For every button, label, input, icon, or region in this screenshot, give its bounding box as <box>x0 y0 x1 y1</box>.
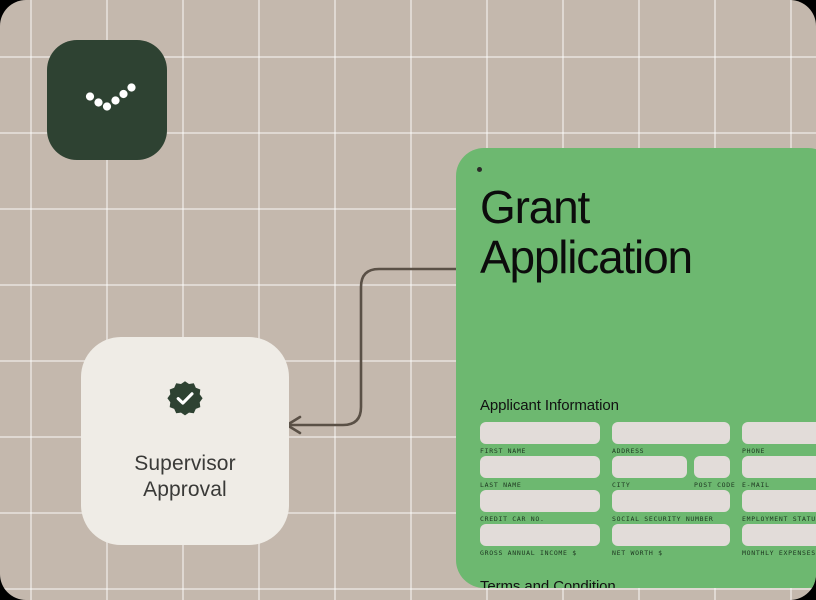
text-input[interactable] <box>480 422 600 444</box>
text-input[interactable] <box>742 456 816 478</box>
page-title-line-2: Application <box>480 231 693 283</box>
field-label: CREDIT CAR NO. <box>480 515 545 523</box>
page-title-line-1: Grant <box>480 181 590 233</box>
form-field: E-MAIL <box>742 456 816 489</box>
approval-label-line-2: Approval <box>143 478 227 501</box>
text-input[interactable] <box>694 456 730 478</box>
form-field: CITY <box>612 456 687 489</box>
form-field: CREDIT CAR NO. <box>480 490 600 523</box>
field-label: NET WORTH $ <box>612 549 663 557</box>
form-field: EMPLOYMENT STATUS <box>742 490 816 523</box>
text-input[interactable] <box>480 524 600 546</box>
field-label: SOCIAL SECURITY NUMBER <box>612 515 714 523</box>
field-label: MONTHLY EXPENSES <box>742 549 816 557</box>
form-field-row: GROSS ANNUAL INCOME $ NET WORTH $ MONTHLY … <box>480 524 816 558</box>
field-label: LAST NAME <box>480 481 522 489</box>
field-label: FIRST NAME <box>480 447 527 455</box>
field-label: GROSS ANNUAL INCOME $ <box>480 549 577 557</box>
page-title: Grant Application <box>480 182 810 282</box>
text-input[interactable] <box>612 490 730 512</box>
form-field: PHONE <box>742 422 816 455</box>
approval-label-line-1: Supervisor <box>134 452 236 475</box>
form-field: LAST NAME <box>480 456 600 489</box>
field-label: CITY <box>612 481 631 489</box>
form-field: NET WORTH $ <box>612 524 730 557</box>
form-field-row: LAST NAME CITY POST CODE E-MAIL <box>480 456 816 490</box>
field-label: ADDRESS <box>612 447 645 455</box>
applicant-form-fields: FIRST NAME ADDRESS PHONE LAST NAME CITY POST … <box>480 422 816 558</box>
text-input[interactable] <box>480 490 600 512</box>
text-input[interactable] <box>742 422 816 444</box>
grant-application-panel: Grant Application Applicant Information … <box>456 148 816 588</box>
logo-tile[interactable] <box>47 40 167 160</box>
terms-and-condition-heading: Terms and Condition <box>480 578 616 588</box>
approval-card-label: Supervisor Approval <box>134 451 235 503</box>
text-input[interactable] <box>480 456 600 478</box>
text-input[interactable] <box>612 524 730 546</box>
form-field: POST CODE <box>694 456 736 489</box>
verified-badge-check-icon <box>165 379 205 419</box>
form-field: FIRST NAME <box>480 422 600 455</box>
field-label: PHONE <box>742 447 766 455</box>
panel-status-dot <box>477 167 482 172</box>
field-label: EMPLOYMENT STATUS <box>742 515 816 523</box>
applicant-information-heading: Applicant Information <box>480 397 619 414</box>
field-label: POST CODE <box>694 481 736 489</box>
text-input[interactable] <box>742 524 816 546</box>
text-input[interactable] <box>612 456 687 478</box>
form-field: SOCIAL SECURITY NUMBER <box>612 490 730 523</box>
text-input[interactable] <box>742 490 816 512</box>
form-field: MONTHLY EXPENSES <box>742 524 816 557</box>
form-field-row: CREDIT CAR NO. SOCIAL SECURITY NUMBER EMPL… <box>480 490 816 524</box>
text-input[interactable] <box>612 422 730 444</box>
supervisor-approval-card[interactable]: Supervisor Approval <box>81 337 289 545</box>
form-field: ADDRESS <box>612 422 730 455</box>
form-field: GROSS ANNUAL INCOME $ <box>480 524 600 557</box>
form-field-row: FIRST NAME ADDRESS PHONE <box>480 422 816 456</box>
field-label: E-MAIL <box>742 481 770 489</box>
